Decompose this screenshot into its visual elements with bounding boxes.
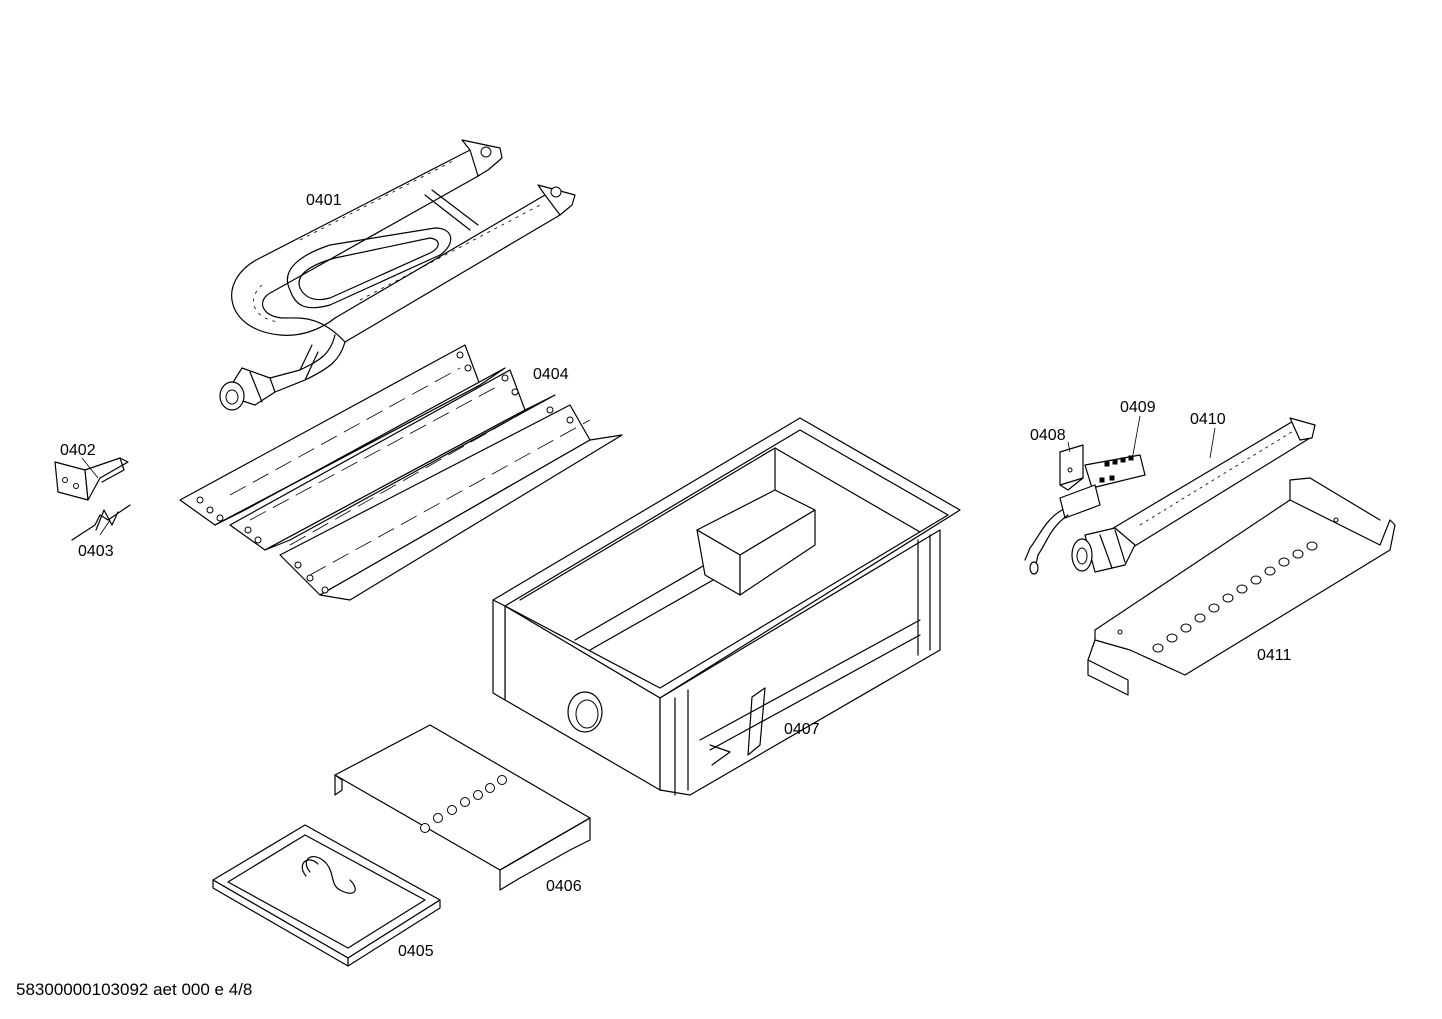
part-0402-bracket[interactable] [54,457,129,501]
label-0406: 0406 [546,878,582,895]
label-0407: 0407 [784,721,820,738]
part-0408-igniter-bracket[interactable] [1059,444,1084,491]
leader-lines [81,415,1216,536]
part-0410-side-burner[interactable] [1071,417,1316,573]
part-0405-drip-tray[interactable] [212,824,441,967]
part-0409-igniter[interactable] [1024,454,1146,575]
drawing-reference: 58300000103092 aet 000 e 4/8 [16,980,253,999]
label-0401: 0401 [306,192,342,209]
label-0405: 0405 [398,943,434,960]
label-0408: 0408 [1030,427,1066,444]
part-0401-u-burner[interactable] [219,139,576,411]
label-0404: 0404 [533,366,569,383]
part-0406-heat-shield[interactable] [334,724,591,891]
label-0402: 0402 [60,442,96,459]
part-0404-flame-tamers[interactable] [179,344,623,601]
label-0410: 0410 [1190,411,1226,428]
part-0407-burner-box[interactable] [492,417,961,796]
part-0403-pin[interactable] [71,504,131,541]
part-0411-side-shield[interactable] [1087,477,1396,696]
label-0411: 0411 [1257,647,1292,664]
label-0409: 0409 [1120,399,1156,416]
label-0403: 0403 [78,543,114,560]
